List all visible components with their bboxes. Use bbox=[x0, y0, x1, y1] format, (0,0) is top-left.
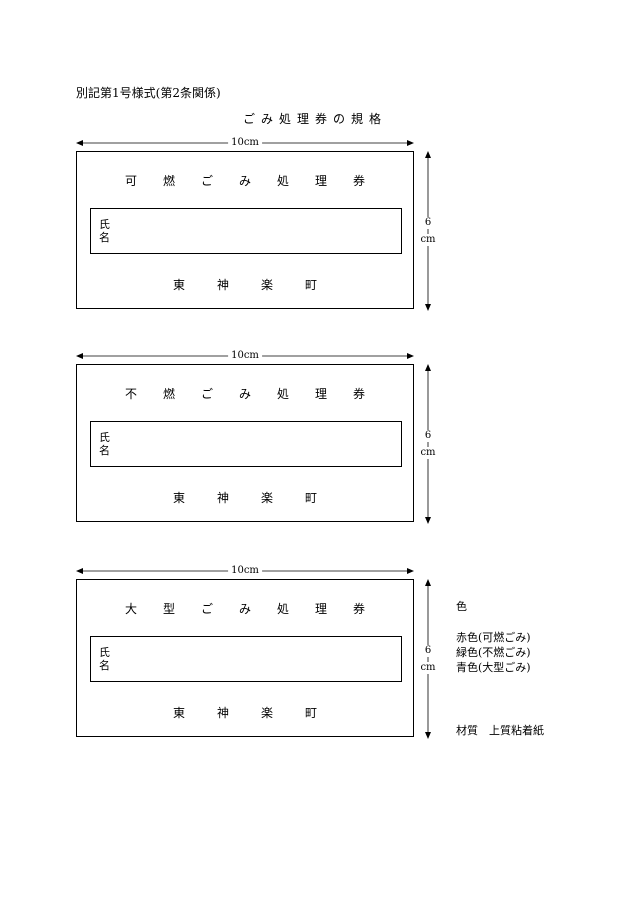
ticket-title: 大型ごみ処理券 bbox=[77, 600, 413, 617]
name-field-box: 氏名 bbox=[90, 421, 402, 467]
form-header: 別記第1号様式(第2条関係) bbox=[76, 86, 221, 100]
ticket-title-char: 処 bbox=[276, 174, 289, 188]
name-field-box: 氏名 bbox=[90, 208, 402, 254]
height-dimension: 6 cm bbox=[418, 350, 438, 524]
ticket-card: 不 燃 ご み 処 理 券氏名東 神 楽 町 bbox=[76, 364, 414, 522]
color-item-red: 赤色(可燃ごみ) bbox=[456, 631, 531, 644]
ticket-town: 東神楽町 bbox=[77, 489, 413, 506]
ticket-title-char: 理 bbox=[314, 174, 327, 188]
ticket-title-char: 燃 bbox=[162, 174, 175, 188]
ticket-town-char: 町 bbox=[304, 278, 317, 292]
ticket-title: 不燃ごみ処理券 bbox=[77, 385, 413, 402]
ticket-town-char: 神 bbox=[216, 706, 229, 720]
ticket-title-char: 型 bbox=[162, 602, 175, 616]
ticket-title-char: ご bbox=[200, 602, 213, 616]
color-item-blue: 青色(大型ごみ) bbox=[456, 661, 531, 674]
name-label: 氏名 bbox=[99, 431, 110, 457]
ticket-block: 10cm 不 燃 ご み 処 理 券氏名東 神 楽 町 6 cm bbox=[0, 350, 630, 524]
height-unit: cm bbox=[418, 447, 438, 459]
ticket-title-char: 処 bbox=[276, 602, 289, 616]
color-item-green: 緑色(不燃ごみ) bbox=[456, 646, 531, 659]
height-arrow-icon bbox=[425, 151, 431, 311]
ticket-town: 東神楽町 bbox=[77, 704, 413, 721]
material-spec: 材質 上質粘着紙 bbox=[456, 724, 544, 737]
ticket-block: 10cm 大 型 ご み 処 理 券氏名東 神 楽 町 6 cm bbox=[0, 565, 630, 739]
ticket-title-char: 券 bbox=[352, 602, 365, 616]
ticket-title-char: み bbox=[238, 174, 251, 188]
page-title: ごみ処理券の規格 bbox=[242, 112, 387, 126]
width-label: 10cm bbox=[228, 565, 262, 577]
ticket-title-char: 処 bbox=[276, 387, 289, 401]
width-dimension: 10cm bbox=[76, 565, 414, 577]
ticket-title: 可燃ごみ処理券 bbox=[77, 172, 413, 189]
ticket-title-char: ご bbox=[200, 387, 213, 401]
name-field-box: 氏名 bbox=[90, 636, 402, 682]
height-unit: cm bbox=[418, 662, 438, 674]
ticket-town-char: 東 bbox=[172, 706, 185, 720]
ticket-title-char: 券 bbox=[352, 387, 365, 401]
ticket-block: 10cm 可 燃 ご み 処 理 券氏名東 神 楽 町 6 cm bbox=[0, 137, 630, 311]
height-dimension: 6 cm bbox=[418, 137, 438, 311]
ticket-town-char: 楽 bbox=[260, 278, 273, 292]
height-arrow-icon bbox=[425, 364, 431, 524]
name-label: 氏名 bbox=[99, 646, 110, 672]
ticket-title-char: 大 bbox=[124, 602, 137, 616]
ticket-town: 東神楽町 bbox=[77, 276, 413, 293]
ticket-town-char: 楽 bbox=[260, 491, 273, 505]
ticket-title-char: 理 bbox=[314, 602, 327, 616]
ticket-town-char: 東 bbox=[172, 278, 185, 292]
ticket-title-char: 可 bbox=[124, 174, 137, 188]
ticket-card: 大 型 ご み 処 理 券氏名東 神 楽 町 bbox=[76, 579, 414, 737]
ticket-title-char: 燃 bbox=[162, 387, 175, 401]
ticket-town-char: 東 bbox=[172, 491, 185, 505]
height-unit: cm bbox=[418, 234, 438, 246]
ticket-town-char: 町 bbox=[304, 491, 317, 505]
width-label: 10cm bbox=[228, 350, 262, 362]
ticket-title-char: み bbox=[238, 387, 251, 401]
ticket-town-char: 楽 bbox=[260, 706, 273, 720]
ticket-card: 可 燃 ご み 処 理 券氏名東 神 楽 町 bbox=[76, 151, 414, 309]
height-dimension: 6 cm bbox=[418, 565, 438, 739]
ticket-title-char: 不 bbox=[124, 387, 137, 401]
height-number: 6 bbox=[418, 430, 438, 442]
name-label: 氏名 bbox=[99, 218, 110, 244]
ticket-town-char: 神 bbox=[216, 278, 229, 292]
height-number: 6 bbox=[418, 217, 438, 229]
ticket-town-char: 町 bbox=[304, 706, 317, 720]
ticket-title-char: 理 bbox=[314, 387, 327, 401]
height-arrow-icon bbox=[425, 579, 431, 739]
width-label: 10cm bbox=[228, 137, 262, 149]
height-number: 6 bbox=[418, 645, 438, 657]
ticket-title-char: ご bbox=[200, 174, 213, 188]
color-heading: 色 bbox=[456, 600, 467, 613]
width-dimension: 10cm bbox=[76, 137, 414, 149]
width-dimension: 10cm bbox=[76, 350, 414, 362]
ticket-town-char: 神 bbox=[216, 491, 229, 505]
ticket-title-char: み bbox=[238, 602, 251, 616]
ticket-title-char: 券 bbox=[352, 174, 365, 188]
